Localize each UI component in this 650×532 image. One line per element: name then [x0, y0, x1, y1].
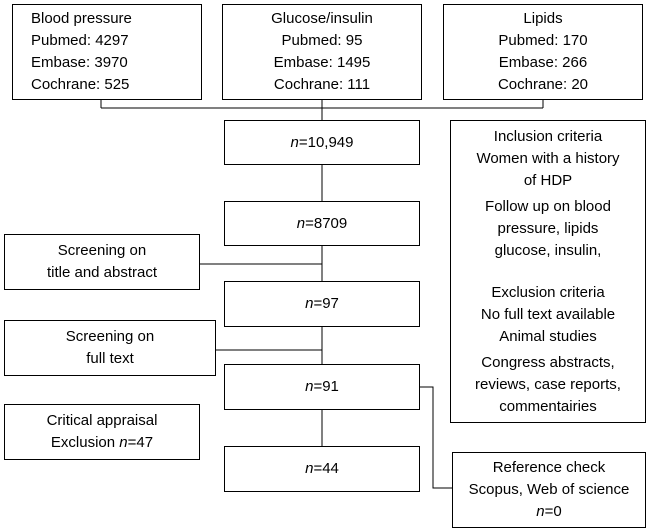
source-title: Lipids [523, 10, 563, 27]
exclusion-item: commentairies [499, 397, 597, 415]
source-cochrane: Cochrane: 525 [31, 76, 130, 93]
n-symbol: n [305, 460, 314, 477]
screening-title-abstract-box: Screening on title and abstract [4, 234, 200, 290]
source-box-glucose-insulin: Glucose/insulin Pubmed: 95 Embase: 1495 … [222, 4, 422, 100]
count-box-after-title-abstract: n=97 [224, 281, 420, 327]
appraisal-value: =47 [127, 434, 154, 451]
count-box-final: n=44 [224, 446, 420, 492]
inclusion-item: pressure, lipids [497, 219, 599, 237]
source-box-blood-pressure: Blood pressure Pubmed: 4297 Embase: 3970… [12, 4, 202, 100]
connector-reference-check [420, 386, 452, 489]
criteria-box: Inclusion criteria Women with a history … [450, 120, 646, 423]
inclusion-item: Follow up on blood [485, 197, 611, 215]
n-symbol: n [536, 503, 545, 520]
exclusion-title: Exclusion criteria [491, 283, 605, 301]
count-total: =10,949 [298, 133, 354, 151]
source-embase: Embase: 266 [498, 54, 588, 71]
source-pubmed: Pubmed: 95 [281, 32, 363, 49]
exclusion-item: Animal studies [499, 327, 597, 345]
reference-check-box: Reference check Scopus, Web of science n… [452, 452, 646, 528]
appraisal-title: Critical appraisal [46, 412, 158, 429]
exclusion-item: No full text available [480, 305, 616, 323]
source-pubmed: Pubmed: 170 [498, 32, 588, 49]
source-title: Blood pressure [31, 10, 132, 27]
inclusion-item: of HDP [523, 171, 573, 189]
n-symbol: n [305, 295, 314, 312]
n-symbol: n [290, 133, 299, 151]
inclusion-item: Women with a history [476, 149, 620, 167]
n-symbol: n [296, 214, 306, 232]
appraisal-prefix: Exclusion [50, 434, 120, 451]
inclusion-title: Inclusion criteria [493, 127, 603, 145]
reference-check-sources: Scopus, Web of science [468, 481, 630, 498]
count-after-dedup: =8709 [305, 214, 348, 232]
n-symbol: n [305, 378, 314, 395]
reference-check-title: Reference check [492, 459, 606, 476]
n-symbol: n [119, 434, 128, 451]
critical-appraisal-box: Critical appraisal Exclusion n=47 [4, 404, 200, 460]
count-box-total: n=10,949 [224, 120, 420, 165]
screening-full-text-box: Screening on full text [4, 320, 216, 376]
count-after-title-abstract: =97 [313, 295, 339, 312]
source-title: Glucose/insulin [271, 10, 373, 27]
source-box-lipids: Lipids Pubmed: 170 Embase: 266 Cochrane:… [443, 4, 643, 100]
screening-line: Screening on [65, 328, 155, 345]
exclusion-item: reviews, case reports, [475, 375, 621, 393]
count-final: =44 [313, 460, 339, 477]
source-embase: Embase: 1495 [273, 54, 371, 71]
exclusion-item: Congress abstracts, [481, 353, 615, 371]
source-pubmed: Pubmed: 4297 [31, 32, 129, 49]
count-after-full-text: =91 [313, 378, 339, 395]
source-cochrane: Cochrane: 111 [273, 76, 371, 93]
source-embase: Embase: 3970 [31, 54, 128, 71]
screening-line: full text [86, 350, 134, 367]
count-box-after-dedup: n=8709 [224, 201, 420, 246]
reference-check-value: =0 [544, 503, 562, 520]
screening-line: title and abstract [46, 264, 158, 281]
screening-line: Screening on [57, 242, 147, 259]
source-cochrane: Cochrane: 20 [497, 76, 589, 93]
count-box-after-full-text: n=91 [224, 364, 420, 410]
inclusion-item: glucose, insulin, [494, 241, 602, 259]
